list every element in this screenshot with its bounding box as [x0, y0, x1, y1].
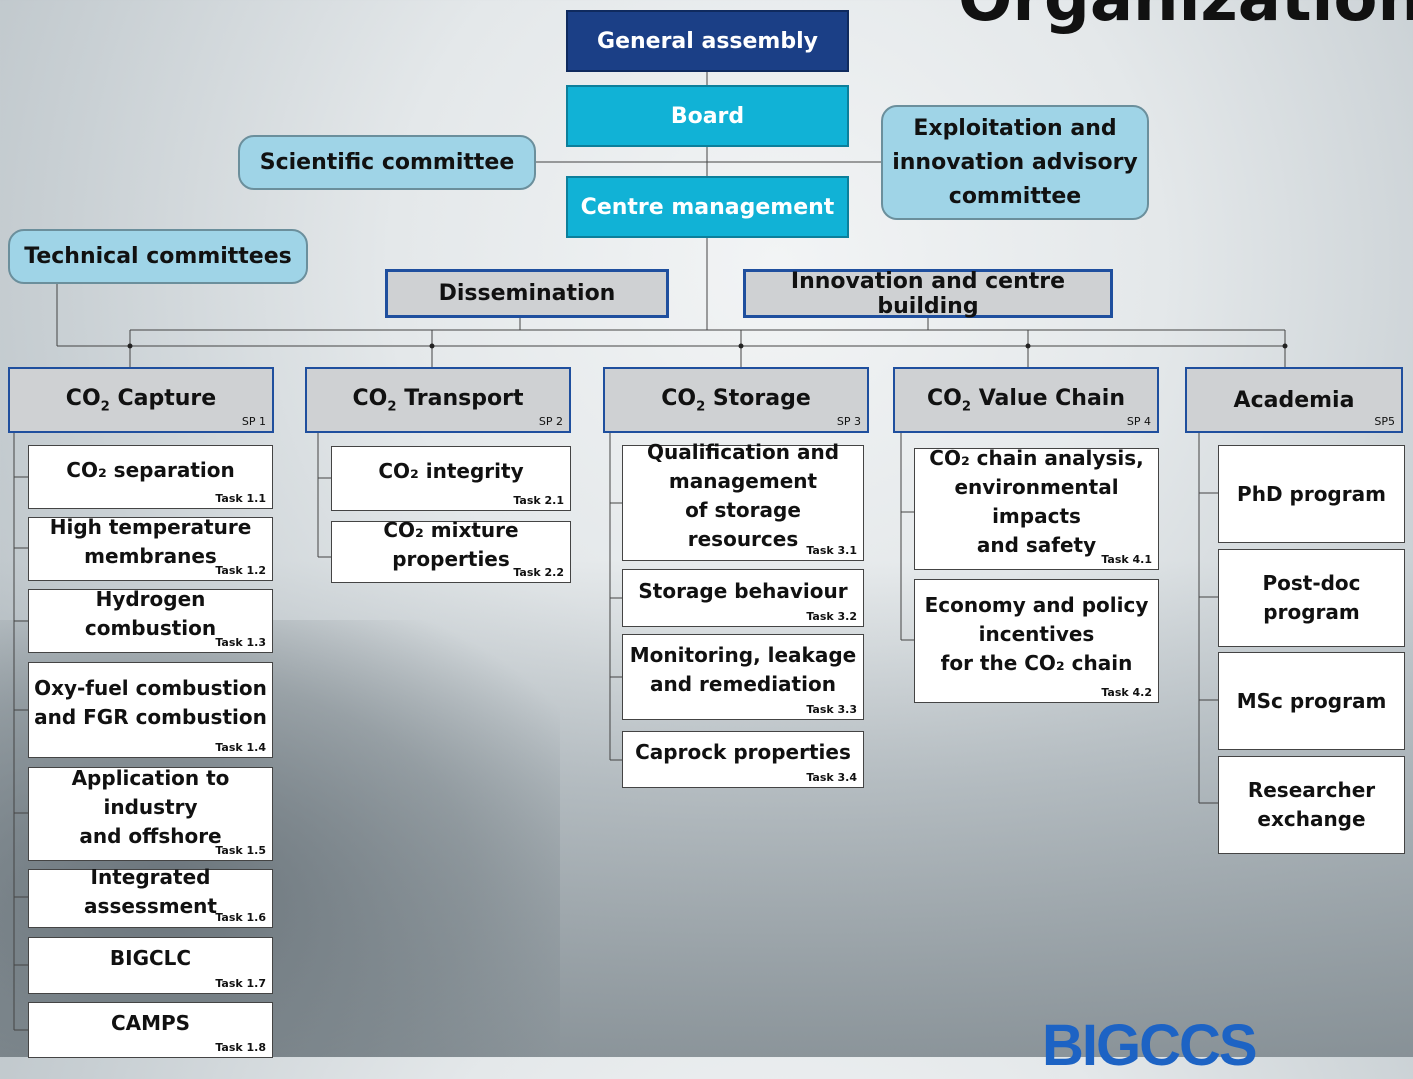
task-number: Task 2.1 — [513, 494, 564, 507]
task-4-1: CO₂ chain analysis, environmental impact… — [914, 446, 1159, 570]
sp-title: CO2 Storage — [661, 385, 811, 415]
page-title: Organization — [958, 0, 1413, 36]
task-label: CO₂ separation — [66, 457, 235, 482]
sp-title: CO2 Capture — [65, 385, 217, 415]
task-number: Task 3.3 — [806, 703, 857, 716]
scientific-committee-box: Scientific committee — [238, 135, 536, 190]
task-label: Monitoring, leakage and remediation — [629, 643, 857, 696]
bigccs-logo: BIGCCS — [1042, 1013, 1258, 1078]
sp-storage-header: CO2 Storage SP 3 — [603, 367, 869, 433]
exploitation-committee-box: Exploitation and innovation advisory com… — [881, 105, 1149, 220]
task-label: Integrated assessment — [84, 864, 217, 918]
task-label: Caprock properties — [635, 740, 851, 764]
task-number: Task 1.1 — [215, 492, 266, 505]
academia-researcher-exchange: Researcher exchange — [1218, 756, 1405, 854]
innovation-box: Innovation and centre building — [743, 269, 1113, 319]
task-label: Economy and policy incentives for the CO… — [924, 592, 1149, 675]
task-label: Application to industry and offshore — [71, 765, 230, 848]
sp-transport-header: CO2 Transport SP 2 — [305, 367, 571, 433]
general-assembly-box: General assembly — [566, 10, 849, 72]
task-number: Task 3.4 — [806, 771, 857, 784]
task-label: Qualification and management of storage … — [646, 440, 840, 551]
task-number: Task 1.4 — [215, 741, 266, 754]
board-box: Board — [566, 85, 849, 147]
sp-capture-header: CO2 Capture SP 1 — [8, 367, 274, 433]
task-label: BIGCLC — [109, 946, 192, 970]
task-number: Task 3.2 — [806, 610, 857, 623]
academia-phd: PhD program — [1218, 445, 1405, 543]
task-number: Task 1.8 — [215, 1041, 266, 1054]
task-number: Task 1.5 — [215, 844, 266, 857]
task-number: Task 1.6 — [215, 911, 266, 924]
academia-msc: MSc program — [1218, 652, 1405, 750]
sp-title: CO2 Value Chain — [926, 385, 1125, 415]
sp-code: SP 1 — [241, 415, 266, 428]
connector-lines — [13, 72, 1288, 1031]
centre-management-box: Centre management — [566, 176, 849, 238]
task-label: CO₂ chain analysis, environmental impact… — [929, 446, 1144, 557]
task-1-7: BIGCLC Task 1.7 — [28, 937, 273, 994]
task-1-8: CAMPS Task 1.8 — [28, 1002, 273, 1058]
task-number: Task 1.7 — [215, 977, 266, 990]
sp-value-chain-header: CO2 Value Chain SP 4 — [893, 367, 1159, 433]
academia-postdoc: Post-doc program — [1218, 549, 1405, 647]
sp-title: Academia — [1233, 387, 1355, 413]
task-label: High temperature membranes — [49, 515, 252, 568]
task-label: CAMPS — [110, 1010, 191, 1035]
sp-code: SP 3 — [836, 415, 861, 428]
task-3-1: Qualification and management of storage … — [622, 440, 864, 561]
task-label: Oxy-fuel combustion and FGR combustion — [34, 676, 267, 729]
sp-title: CO2 Transport — [352, 385, 524, 415]
task-number: Task 4.1 — [1101, 553, 1152, 566]
task-number: Task 3.1 — [806, 544, 857, 557]
sp-code: SP5 — [1374, 415, 1395, 428]
task-label: Storage behaviour — [638, 578, 848, 603]
technical-committees-box: Technical committees — [8, 229, 308, 284]
task-number: Task 1.2 — [215, 564, 266, 577]
dissemination-box: Dissemination — [385, 269, 669, 318]
sp-code: SP 2 — [538, 415, 563, 428]
task-label: CO₂ mixture properties — [383, 518, 519, 571]
task-number: Task 2.2 — [513, 566, 564, 579]
task-number: Task 4.2 — [1101, 686, 1152, 699]
sp-academia-header: Academia SP5 — [1185, 367, 1403, 433]
task-number: Task 1.3 — [215, 636, 266, 649]
task-label: Hydrogen combustion — [84, 587, 217, 640]
task-label: CO₂ integrity — [378, 459, 524, 483]
sp-code: SP 4 — [1126, 415, 1151, 428]
task-4-2: Economy and policy incentives for the CO… — [914, 579, 1159, 703]
